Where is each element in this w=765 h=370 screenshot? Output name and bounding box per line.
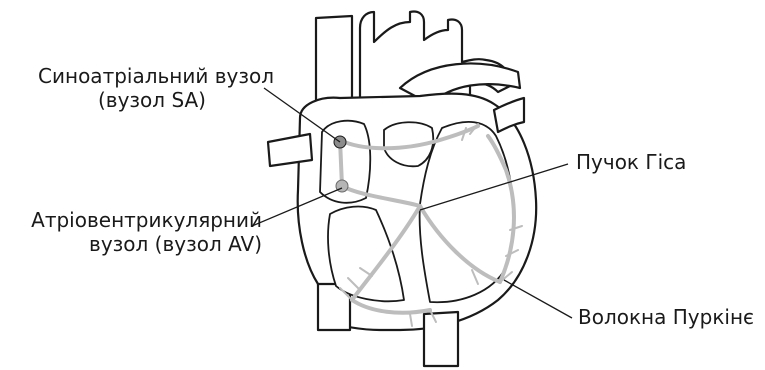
av-node-label: Атріовентрикулярний вузол (вузол AV) [4,208,262,256]
sa-node-label-line2: (вузол SA) [30,88,274,112]
bundle-of-his-label: Пучок Гіса [576,150,686,174]
purkinje-fibers-label: Волокна Пуркінє [578,305,754,329]
av-node-label-line2: вузол (вузол AV) [4,232,262,256]
sa-node-label: Синоатріальний вузол (вузол SA) [30,64,274,112]
bundle-of-his-text: Пучок Гіса [576,150,686,174]
purkinje-leader [504,280,572,318]
av-node-label-line1: Атріовентрикулярний [4,208,262,232]
sa-node-label-line1: Синоатріальний вузол [30,64,274,88]
purkinje-fibers-text: Волокна Пуркінє [578,305,754,329]
